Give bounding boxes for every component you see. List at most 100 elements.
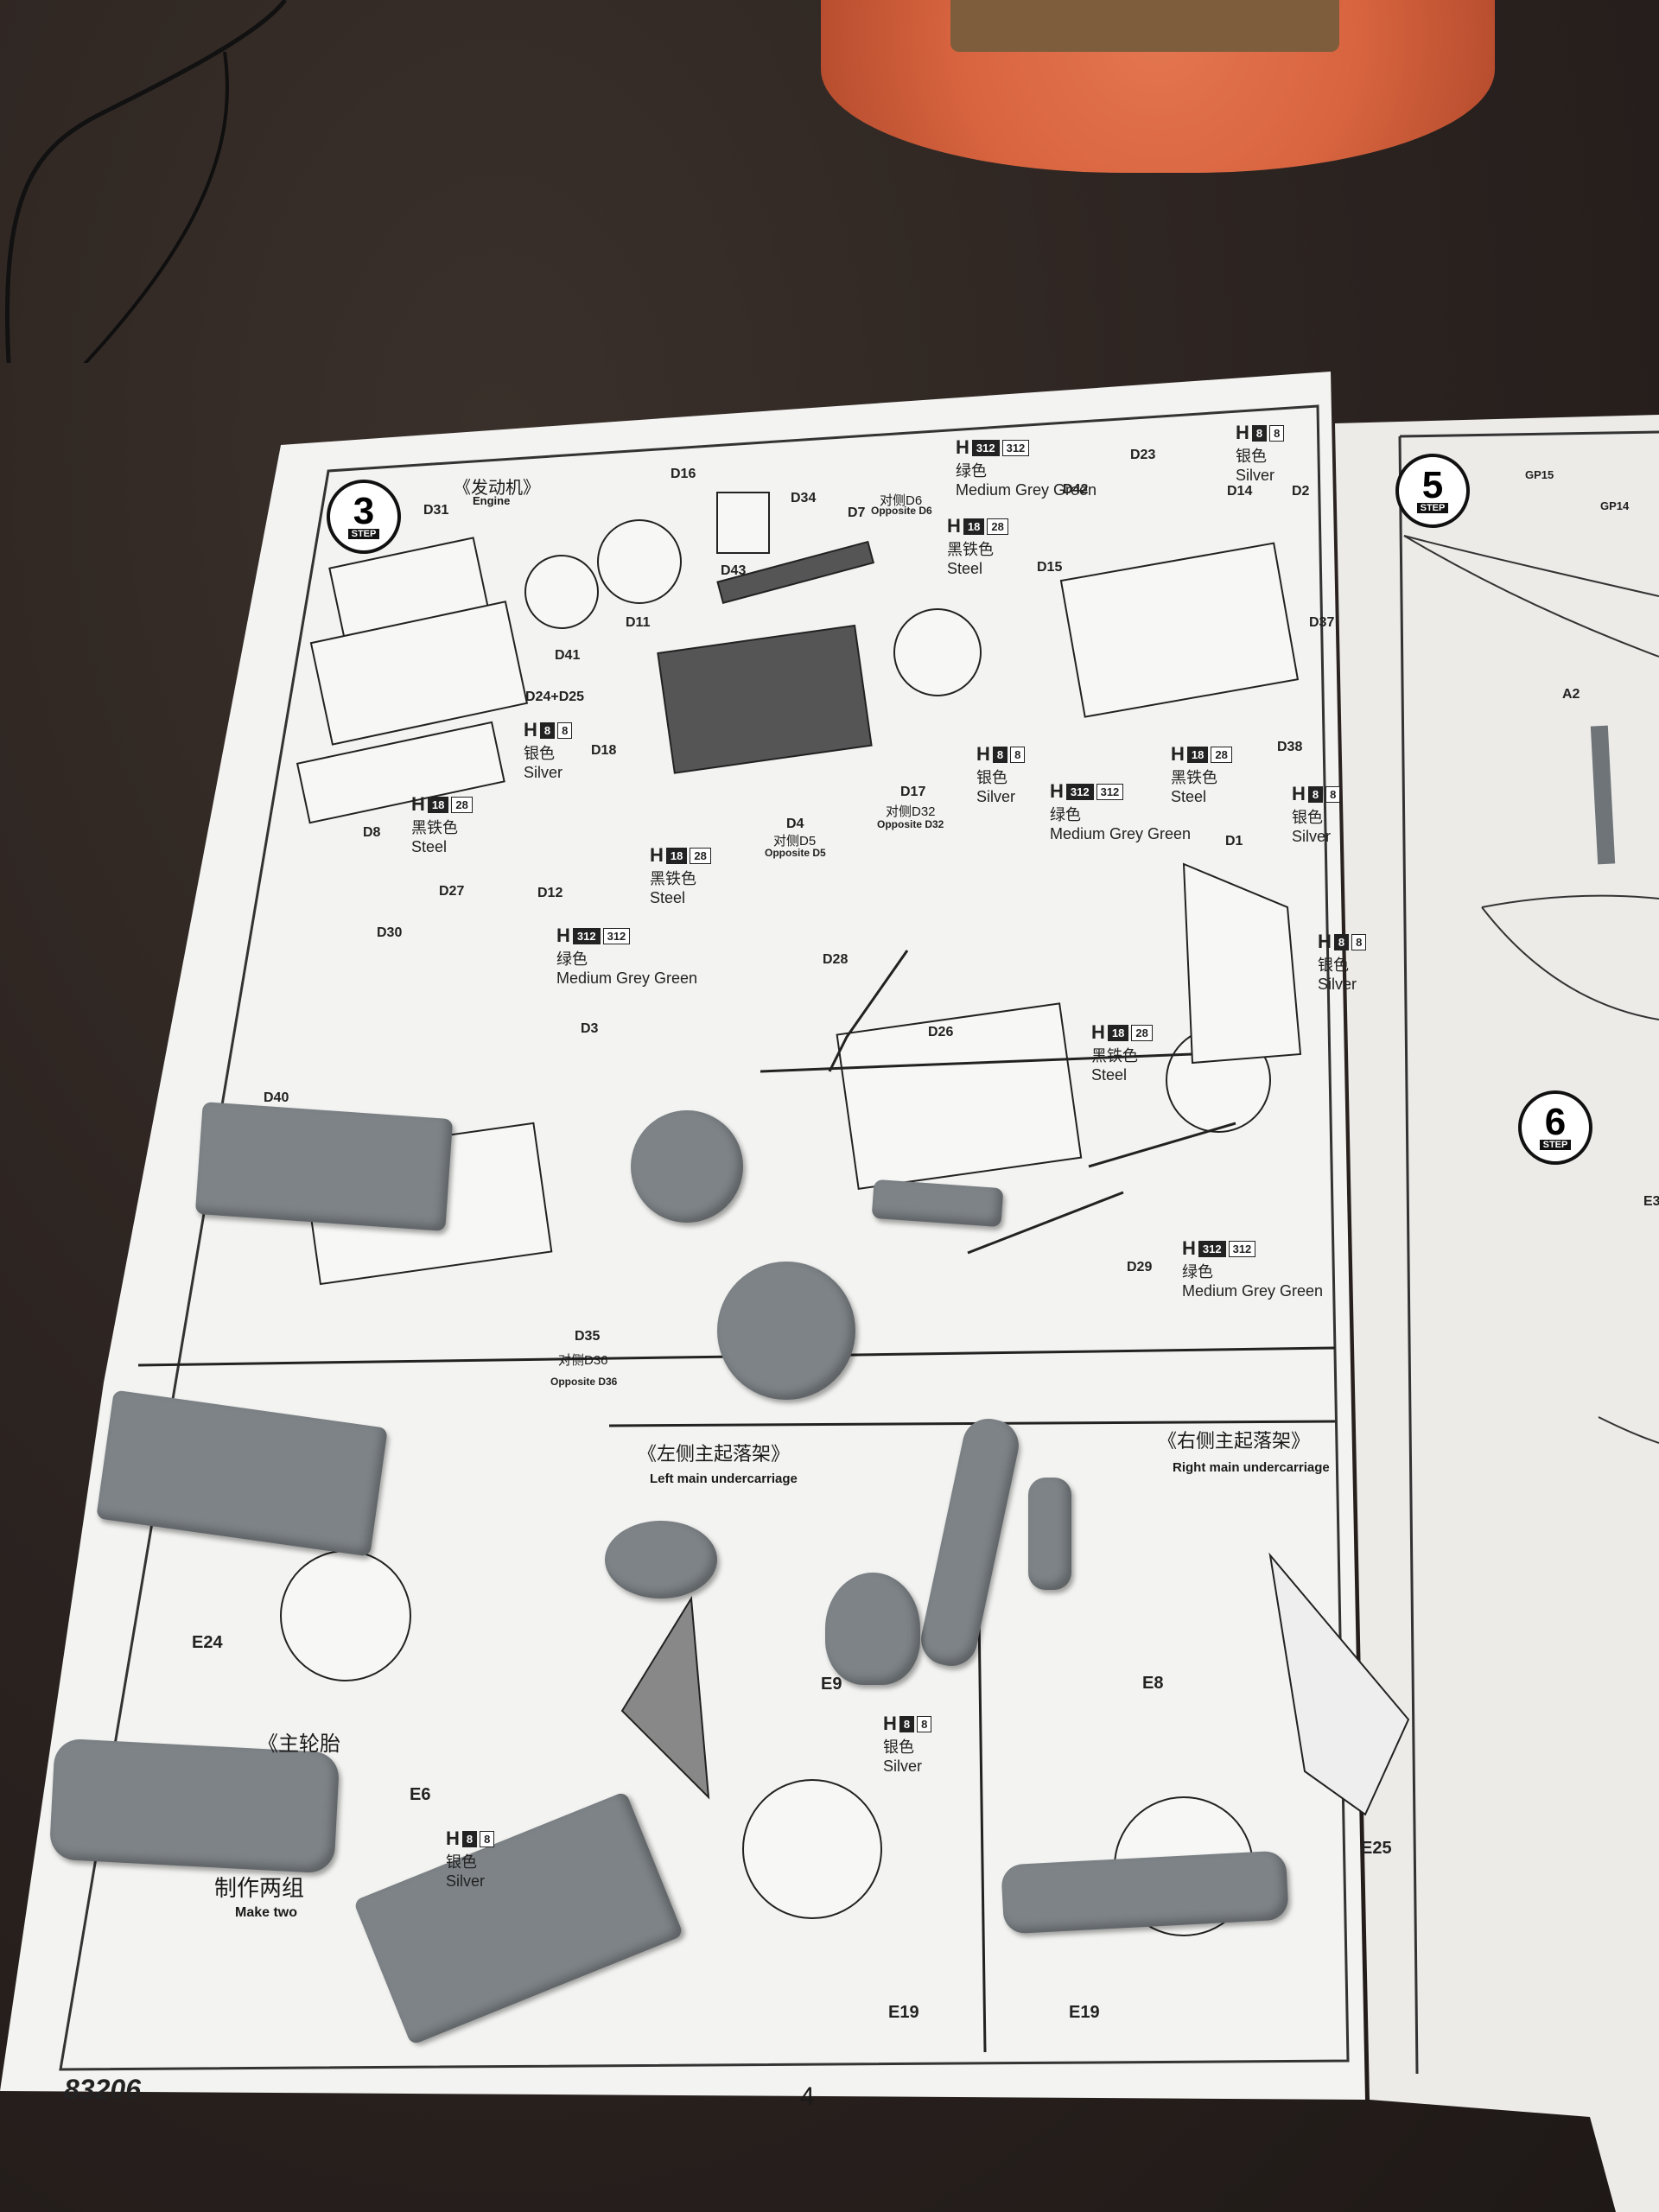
fuel-tank-part	[48, 1738, 340, 1874]
label-e9: E9	[821, 1675, 842, 1694]
wheel-half-part	[605, 1521, 717, 1599]
label-a2: A2	[1562, 687, 1580, 702]
paint-name-zh: 黑铁色	[1171, 769, 1217, 786]
paint-name-zh: 黑铁色	[947, 541, 994, 558]
left-undercarriage-title-zh: 《左侧主起落架》	[638, 1443, 791, 1465]
label-d4-opposite-en: Opposite D5	[765, 847, 826, 859]
step-5-badge: 5 STEP	[1395, 454, 1470, 528]
paint-code: 8	[461, 1830, 478, 1847]
paint-h: H	[947, 515, 961, 537]
paint-name-zh: 绿色	[556, 950, 588, 968]
paint-name-en: Medium Grey Green	[1050, 825, 1192, 842]
paint-name-zh: 银色	[1318, 957, 1349, 974]
paint-h: H	[883, 1713, 897, 1734]
paint-name-en: Silver	[524, 764, 563, 781]
paint-code: 8	[1307, 785, 1324, 803]
paint-name-en: Steel	[650, 889, 686, 906]
paint-code: 312	[602, 927, 631, 944]
paint-h: H	[1182, 1237, 1196, 1259]
label-d17-opposite-zh: 对侧D32	[886, 804, 936, 819]
label-d1: D1	[1225, 834, 1243, 849]
paint-name-en: Steel	[411, 838, 448, 855]
paint-name-zh: 黑铁色	[650, 870, 696, 887]
step-6-number: 6	[1544, 1101, 1567, 1143]
label-d2: D2	[1292, 484, 1310, 499]
paint-code: 18	[963, 518, 985, 535]
paint-code: 18	[1107, 1024, 1129, 1041]
model-number: 83206	[64, 2074, 141, 2105]
label-d42: D42	[1063, 482, 1089, 497]
paint-h: H	[446, 1827, 460, 1849]
paint-name-zh: 银色	[976, 769, 1007, 786]
paint-code: 28	[1211, 746, 1232, 763]
paint-name-en: Silver	[1236, 467, 1275, 484]
step-5-number: 5	[1421, 464, 1444, 506]
paint-code: 8	[1269, 424, 1285, 442]
paint-code: 8	[557, 721, 573, 739]
label-d7-opposite-zh: 对侧D6	[880, 493, 923, 508]
label-e25: E25	[1361, 1839, 1392, 1858]
paint-h: H	[1236, 422, 1249, 443]
paint-code: 8	[992, 746, 1008, 763]
label-d27: D27	[439, 884, 465, 899]
label-gp14: GP14	[1600, 499, 1630, 512]
make-two-en: Make two	[235, 1905, 298, 1920]
step-3-label: STEP	[347, 529, 380, 539]
step-6-badge: 6 STEP	[1518, 1090, 1592, 1165]
step-6-label: STEP	[1539, 1140, 1572, 1150]
paint-h: H	[524, 719, 537, 741]
paint-h: H	[956, 436, 969, 458]
paint-code: 312	[572, 927, 601, 944]
paint-code: 312	[1001, 439, 1030, 456]
label-d17-opposite-en: Opposite D32	[877, 818, 944, 830]
step-5-label: STEP	[1416, 503, 1449, 513]
paint-h: H	[650, 844, 664, 866]
cable	[4, 0, 287, 363]
paint-code: 8	[539, 721, 556, 739]
paint-code: 312	[1228, 1240, 1256, 1257]
paint-name-en: Steel	[947, 560, 983, 577]
paint-code: 312	[971, 439, 1000, 456]
paint-h: H	[556, 925, 570, 946]
label-d28: D28	[823, 952, 849, 967]
label-d38: D38	[1277, 740, 1303, 754]
paint-name-zh: 绿色	[1050, 806, 1081, 823]
label-d26: D26	[928, 1025, 954, 1039]
label-e3: E3	[1643, 1194, 1659, 1209]
wheel-hub-part	[631, 1110, 743, 1223]
make-two-zh: 制作两组	[214, 1875, 305, 1901]
right-undercarriage-title-en: Right main undercarriage	[1173, 1460, 1330, 1475]
paint-code: 28	[987, 518, 1008, 535]
paint-h: H	[1171, 743, 1185, 765]
label-e8: E8	[1142, 1674, 1164, 1693]
main-wheel-title-zh: 《主轮胎	[257, 1732, 340, 1756]
label-d30: D30	[377, 925, 403, 940]
step-3-number: 3	[353, 490, 375, 532]
paint-h: H	[976, 743, 990, 765]
paint-code: 8	[1351, 933, 1367, 950]
label-d3: D3	[581, 1021, 599, 1036]
paint-name-zh: 银色	[1236, 448, 1267, 465]
label-e24: E24	[192, 1633, 223, 1652]
label-d11: D11	[626, 615, 651, 630]
paint-name-en: Silver	[976, 788, 1016, 805]
paint-code: 8	[1010, 746, 1026, 763]
step-3-badge: 3 STEP	[327, 480, 401, 554]
paint-name-zh: 绿色	[956, 462, 987, 480]
label-d8: D8	[363, 825, 381, 840]
paint-name-zh: 银色	[1292, 809, 1323, 826]
paint-name-en: Silver	[883, 1758, 923, 1775]
label-e19-right: E19	[1069, 2003, 1100, 2022]
label-d7-opposite-en: Opposite D6	[871, 505, 932, 517]
